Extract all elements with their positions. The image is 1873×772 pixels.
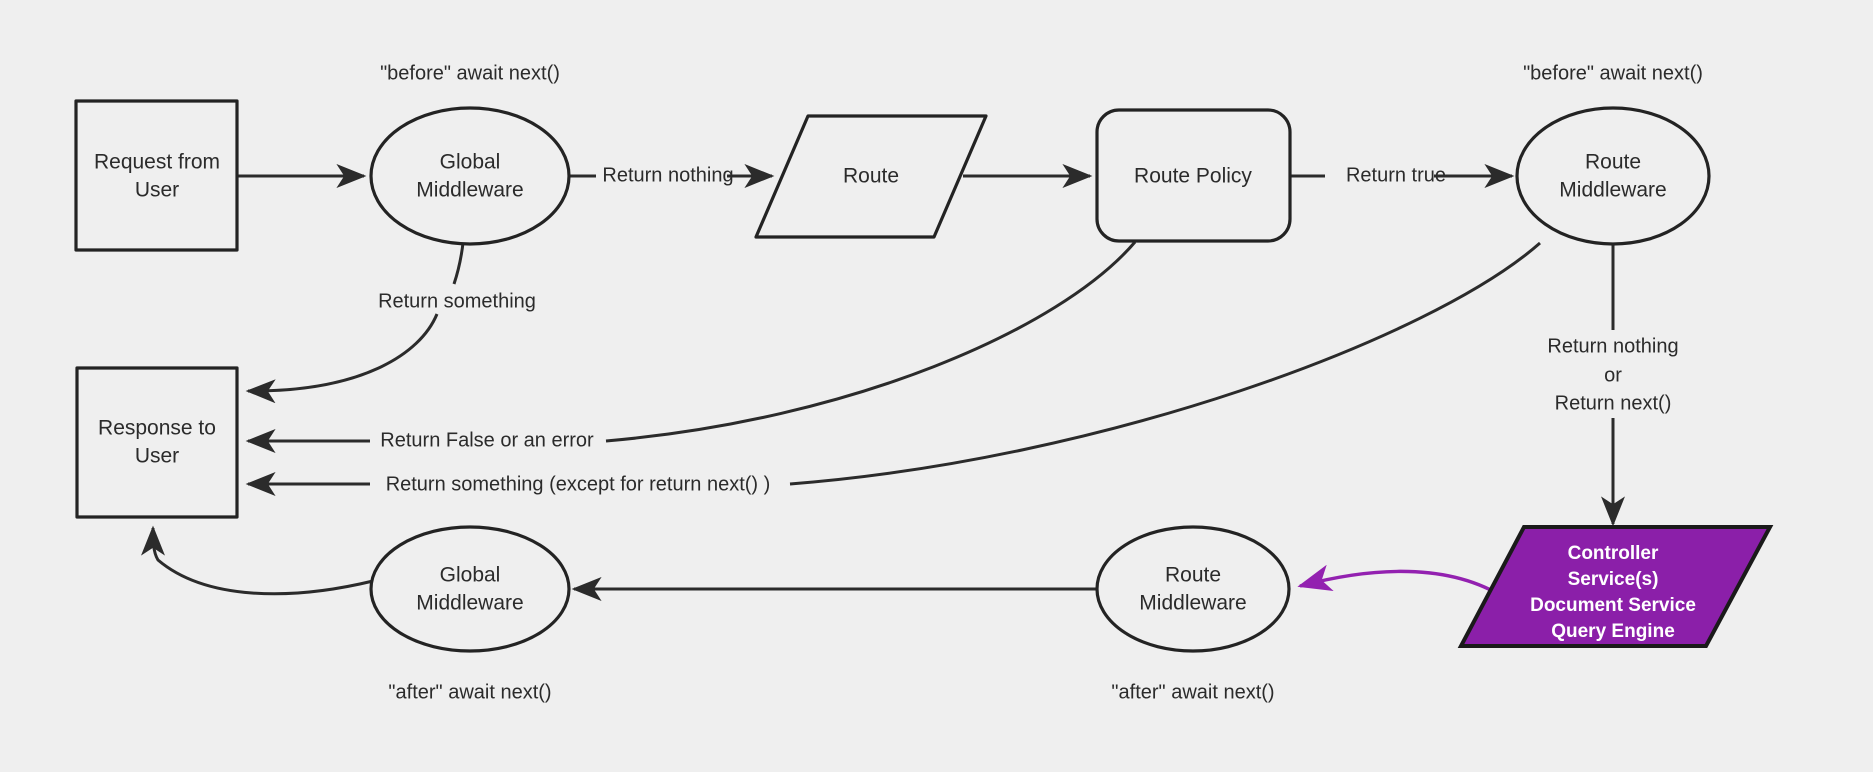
request-from-user-label-line1: Request from [94,151,220,174]
annotation-before-global-middleware: "before" await next() [380,62,560,84]
response-to-user-label-line1: Response to [98,417,216,440]
route-middleware-before-ellipse[interactable] [1515,106,1711,246]
controller-label-line1: Controller [1568,543,1659,564]
node-controller-services[interactable]: Controller Service(s) Document Service Q… [1457,525,1774,648]
annotation-after-route-middleware: "after" await next() [1111,681,1274,703]
edge-global-middleware-after-to-response [141,525,374,596]
request-from-user-label-line2: User [135,179,179,202]
global-middleware-after-label-line2: Middleware [416,592,523,615]
controller-label-line2: Service(s) [1568,569,1659,590]
node-route-middleware-after[interactable]: Route Middleware [1095,525,1291,653]
edge-label-return-true: Return true [1346,164,1446,186]
route-policy-label: Route Policy [1134,165,1252,188]
node-global-middleware-before[interactable]: Global Middleware [369,106,571,246]
global-middleware-after-ellipse[interactable] [369,525,571,653]
annotation-before-route-middleware: "before" await next() [1523,62,1703,84]
route-middleware-after-label-line2: Middleware [1139,592,1246,615]
node-global-middleware-after[interactable]: Global Middleware [369,525,571,653]
global-middleware-before-ellipse[interactable] [369,106,571,246]
route-parallelogram[interactable] [754,114,988,239]
edge-label-return-something-global: Return something [378,290,536,312]
node-request-from-user[interactable]: Request from User [74,99,239,252]
edge-label-return-something-except-next: Return something (except for return next… [386,473,771,495]
global-middleware-after-label-line1: Global [440,564,501,587]
controller-label-line3: Document Service [1530,595,1696,616]
response-to-user-label-line2: User [135,445,179,468]
controller-label-line4: Query Engine [1551,621,1675,642]
edge-label-return-nothing-or-next-line3: Return next() [1555,392,1672,414]
response-to-user-box[interactable] [75,366,239,519]
route-middleware-after-ellipse[interactable] [1095,525,1291,653]
route-middleware-before-label-line1: Route [1585,151,1641,174]
node-route-policy[interactable]: Route Policy [1095,108,1292,243]
node-response-to-user[interactable]: Response to User [75,366,239,519]
edge-label-return-nothing-or-next-line2: or [1604,364,1622,386]
edge-label-return-nothing: Return nothing [602,164,733,186]
route-policy-box[interactable] [1095,108,1292,243]
route-middleware-before-label-line2: Middleware [1559,179,1666,202]
request-from-user-box[interactable] [74,99,239,252]
annotation-after-global-middleware: "after" await next() [388,681,551,703]
global-middleware-before-label-line2: Middleware [416,179,523,202]
edge-route-policy-return-false-curve [605,241,1137,443]
global-middleware-before-label-line1: Global [440,151,501,174]
route-middleware-after-label-line1: Route [1165,564,1221,587]
route-label: Route [843,165,899,188]
node-route-middleware-before[interactable]: Route Middleware [1515,106,1711,246]
edge-global-middleware-return-something [245,313,439,404]
controller-services-parallelogram[interactable] [1457,525,1774,648]
edge-label-return-nothing-or-next-line1: Return nothing [1547,335,1678,357]
edge-global-middleware-return-something-stub [452,242,465,285]
node-route[interactable]: Route [754,114,988,239]
edge-label-return-false-or-error: Return False or an error [380,429,594,451]
edge-route-middleware-return-something-curve [789,241,1541,486]
edge-controller-to-route-middleware-after [1297,564,1501,597]
